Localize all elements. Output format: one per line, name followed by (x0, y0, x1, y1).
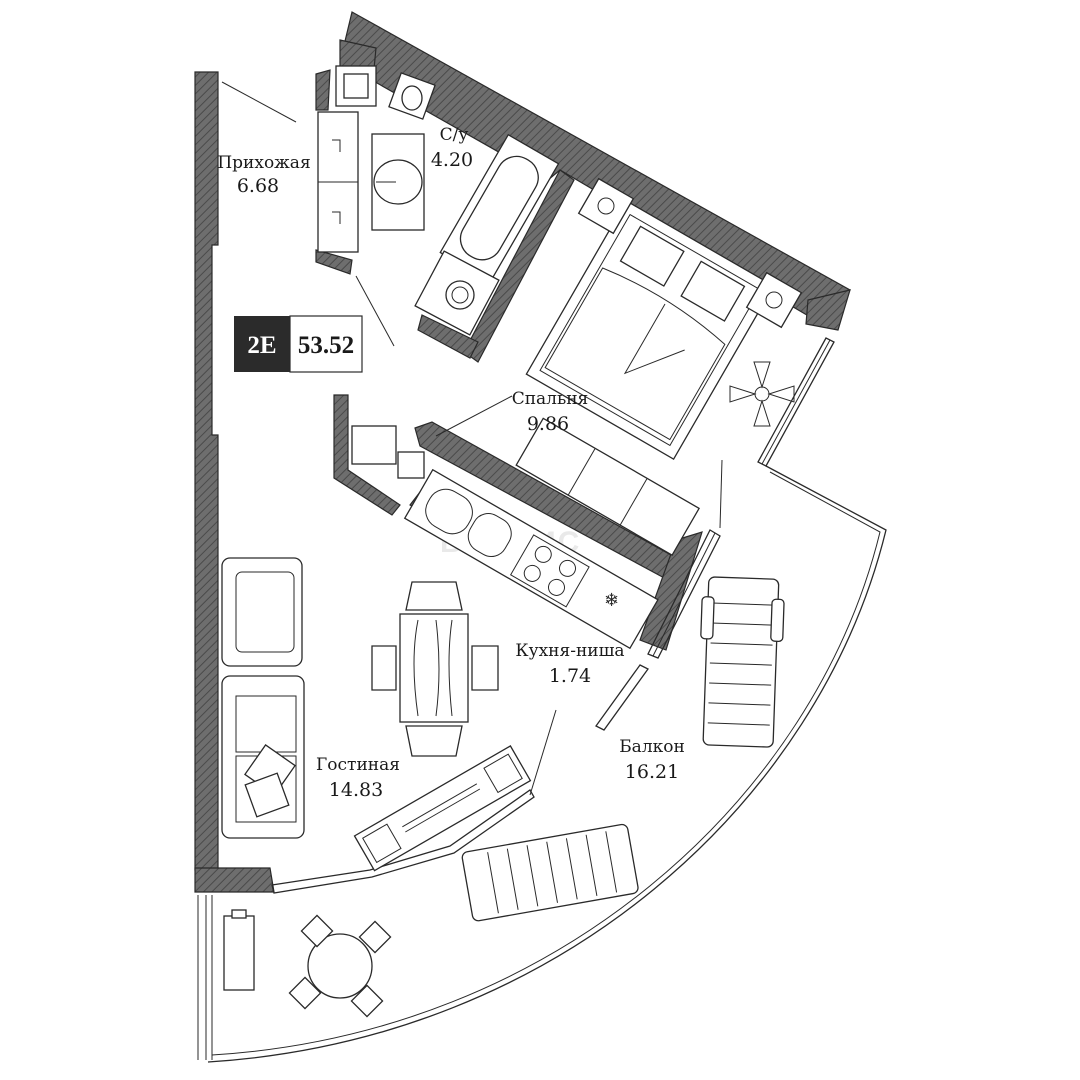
room-area-living: 14.83 (329, 779, 383, 801)
room-area-balcony: 16.21 (625, 761, 679, 783)
bedroom-furniture (525, 177, 803, 460)
room-name-balcony: Балкон (619, 737, 685, 757)
windows (197, 337, 835, 1060)
room-name-bedroom: Спальня (512, 389, 589, 409)
room-area-bathroom: 4.20 (431, 149, 473, 171)
kitchen-furniture: ❄ (351, 417, 700, 650)
room-labels: Прихожая 6.68 С/у 4.20 Спальня 9.86 Кухн… (217, 125, 684, 801)
unit-area-box (289, 315, 363, 373)
unit-type: 2E (247, 332, 276, 359)
room-area-kitchen: 1.74 (549, 665, 591, 687)
room-name-bathroom: С/у (440, 125, 469, 145)
door-swings (221, 81, 723, 796)
unit-badge: 2E 53.52 (234, 315, 363, 373)
unit-type-box (234, 316, 290, 372)
unit-area: 53.52 (298, 332, 354, 359)
room-name-hallway: Прихожая (217, 153, 310, 173)
svg-text:❄: ❄ (604, 590, 619, 611)
living-furniture (221, 557, 532, 872)
room-name-living: Гостиная (316, 755, 400, 775)
wardrobe (317, 111, 359, 253)
balcony-outline (207, 465, 887, 1063)
room-area-hallway: 6.68 (237, 175, 279, 197)
balcony-furniture (223, 576, 785, 1018)
bathroom-fixtures (335, 65, 560, 336)
room-name-kitchen: Кухня-ниша (515, 641, 624, 661)
room-area-bedroom: 9.86 (527, 413, 569, 435)
